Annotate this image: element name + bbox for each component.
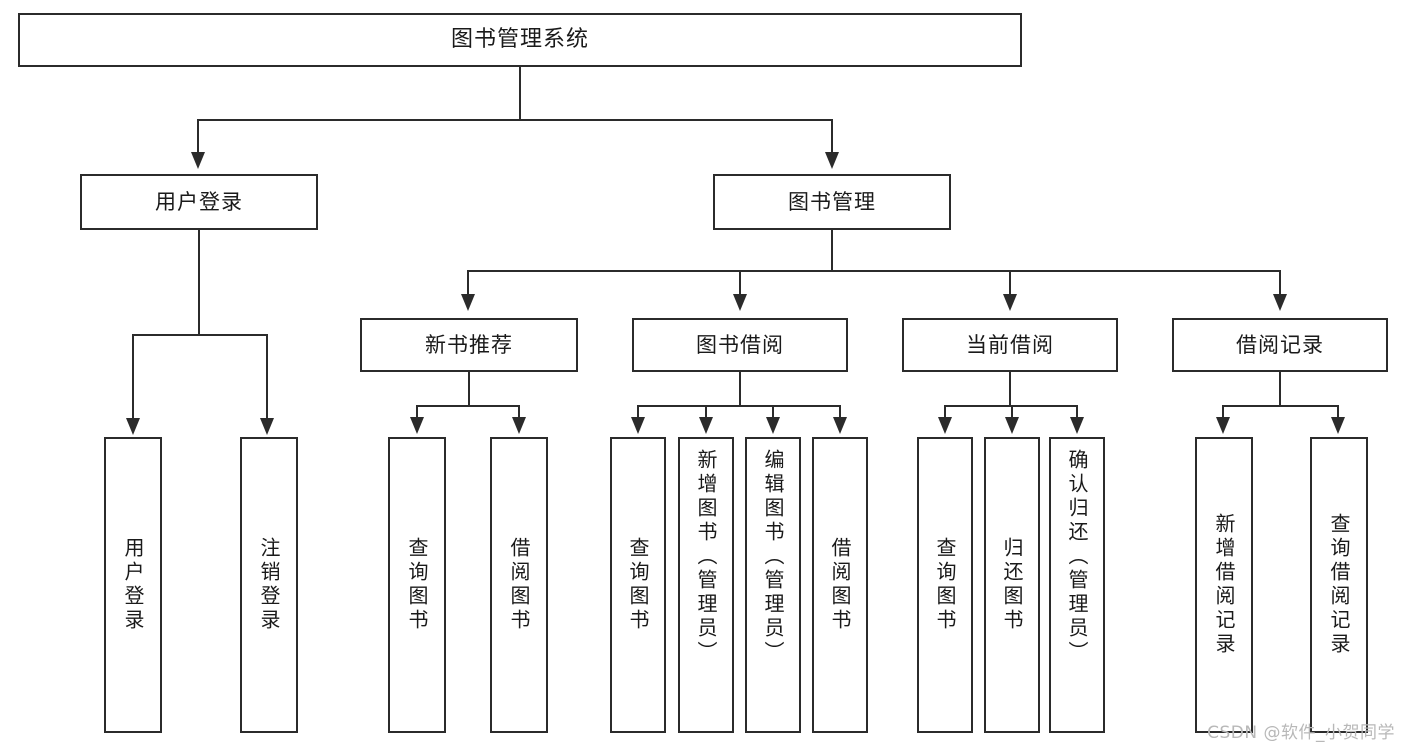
arrowhead-borrow-record — [1273, 294, 1287, 311]
node-borrow-record[interactable]: 借阅记录 — [1172, 318, 1388, 372]
connector-current-borrow-bus — [944, 405, 1076, 407]
connector-drop-bb-0 — [637, 405, 639, 419]
leaf-confirm-return-admin[interactable]: 确认归还（管理员） — [1049, 437, 1105, 733]
connector-book-management-stem — [831, 230, 833, 270]
connector-borrow-record-bus — [1222, 405, 1338, 407]
connector-user-login-bus — [132, 334, 268, 336]
node-root-book-management-system[interactable]: 图书管理系统 — [18, 13, 1022, 67]
connector-drop-user-login — [197, 119, 199, 155]
connector-new-book-bus — [416, 405, 520, 407]
connector-drop-cb-2 — [1076, 405, 1078, 419]
connector-drop-cb-1 — [1011, 405, 1013, 419]
node-label: 归还图书 — [1000, 537, 1024, 633]
node-label: 用户登录 — [155, 189, 243, 214]
connector-drop-bb-1 — [705, 405, 707, 419]
node-label: 借阅记录 — [1236, 332, 1324, 357]
connector-drop-nb-1 — [518, 405, 520, 419]
arrowhead-bb-0 — [631, 417, 645, 434]
leaf-borrow-book[interactable]: 借阅图书 — [812, 437, 868, 733]
leaf-return-book[interactable]: 归还图书 — [984, 437, 1040, 733]
node-label: 图书管理系统 — [450, 27, 589, 53]
arrowhead-bb-3 — [833, 417, 847, 434]
leaf-user-login[interactable]: 用户登录 — [104, 437, 162, 733]
arrowhead-leaf-user-login — [126, 418, 140, 435]
leaf-query-book-current[interactable]: 查询图书 — [917, 437, 973, 733]
arrowhead-nb-0 — [410, 417, 424, 434]
node-book-management[interactable]: 图书管理 — [713, 174, 951, 230]
arrowhead-new-book — [461, 294, 475, 311]
arrowhead-leaf-logout — [260, 418, 274, 435]
node-current-borrow[interactable]: 当前借阅 — [902, 318, 1118, 372]
node-label: 查询图书 — [626, 537, 650, 633]
connector-drop-current-borrow — [1009, 270, 1011, 296]
connector-level2-bus — [197, 119, 833, 121]
node-user-login[interactable]: 用户登录 — [80, 174, 318, 230]
arrowhead-bb-2 — [766, 417, 780, 434]
arrowhead-user-login — [191, 152, 205, 169]
node-label: 当前借阅 — [966, 332, 1054, 357]
node-label: 新增借阅记录 — [1212, 513, 1236, 657]
connector-drop-br-0 — [1222, 405, 1224, 419]
node-label: 注销登录 — [257, 537, 281, 633]
arrowhead-cb-2 — [1070, 417, 1084, 434]
connector-drop-bb-3 — [839, 405, 841, 419]
node-label: 借阅图书 — [507, 537, 531, 633]
leaf-query-book-new[interactable]: 查询图书 — [388, 437, 446, 733]
connector-level3-bus — [467, 270, 1279, 272]
connector-drop-br-1 — [1337, 405, 1339, 419]
node-label: 图书借阅 — [696, 332, 784, 357]
connector-drop-leaf-user-login — [132, 334, 134, 420]
arrowhead-nb-1 — [512, 417, 526, 434]
arrowhead-cb-0 — [938, 417, 952, 434]
connector-drop-borrow-book — [739, 270, 741, 296]
node-label: 用户登录 — [121, 537, 145, 633]
leaf-edit-book-admin[interactable]: 编辑图书（管理员） — [745, 437, 801, 733]
node-book-borrow[interactable]: 图书借阅 — [632, 318, 848, 372]
node-label: 查询借阅记录 — [1327, 513, 1351, 657]
leaf-add-borrow-record[interactable]: 新增借阅记录 — [1195, 437, 1253, 733]
arrowhead-book-management — [825, 152, 839, 169]
node-new-book-recommend[interactable]: 新书推荐 — [360, 318, 578, 372]
arrowhead-borrow-book — [733, 294, 747, 311]
node-label: 查询图书 — [933, 537, 957, 633]
arrowhead-bb-1 — [699, 417, 713, 434]
leaf-query-book-borrow[interactable]: 查询图书 — [610, 437, 666, 733]
leaf-query-borrow-record[interactable]: 查询借阅记录 — [1310, 437, 1368, 733]
connector-borrow-record-stem — [1279, 372, 1281, 405]
connector-drop-bb-2 — [772, 405, 774, 419]
node-label: 查询图书 — [405, 537, 429, 633]
node-label: 借阅图书 — [828, 537, 852, 633]
connector-borrow-book-bus — [637, 405, 841, 407]
leaf-borrow-book-new[interactable]: 借阅图书 — [490, 437, 548, 733]
arrowhead-cb-1 — [1005, 417, 1019, 434]
connector-drop-borrow-record — [1279, 270, 1281, 296]
connector-current-borrow-stem — [1009, 372, 1011, 405]
arrowhead-br-0 — [1216, 417, 1230, 434]
leaf-logout[interactable]: 注销登录 — [240, 437, 298, 733]
node-label: 新书推荐 — [425, 332, 513, 357]
connector-drop-nb-0 — [416, 405, 418, 419]
connector-borrow-book-stem — [739, 372, 741, 405]
node-label: 确认归还（管理员） — [1065, 449, 1089, 665]
connector-new-book-stem — [468, 372, 470, 405]
arrowhead-br-1 — [1331, 417, 1345, 434]
node-label: 新增图书（管理员） — [694, 449, 718, 665]
connector-drop-book-management — [831, 119, 833, 155]
connector-user-login-stem — [198, 230, 200, 334]
connector-drop-cb-0 — [944, 405, 946, 419]
node-label: 图书管理 — [788, 189, 876, 214]
connector-root-stem — [519, 67, 521, 119]
arrowhead-current-borrow — [1003, 294, 1017, 311]
node-label: 编辑图书（管理员） — [761, 449, 785, 665]
connector-drop-new-book — [467, 270, 469, 296]
watermark: CSDN @软件_小贺同学 — [1207, 723, 1395, 743]
connector-drop-leaf-logout — [266, 334, 268, 420]
leaf-add-book-admin[interactable]: 新增图书（管理员） — [678, 437, 734, 733]
